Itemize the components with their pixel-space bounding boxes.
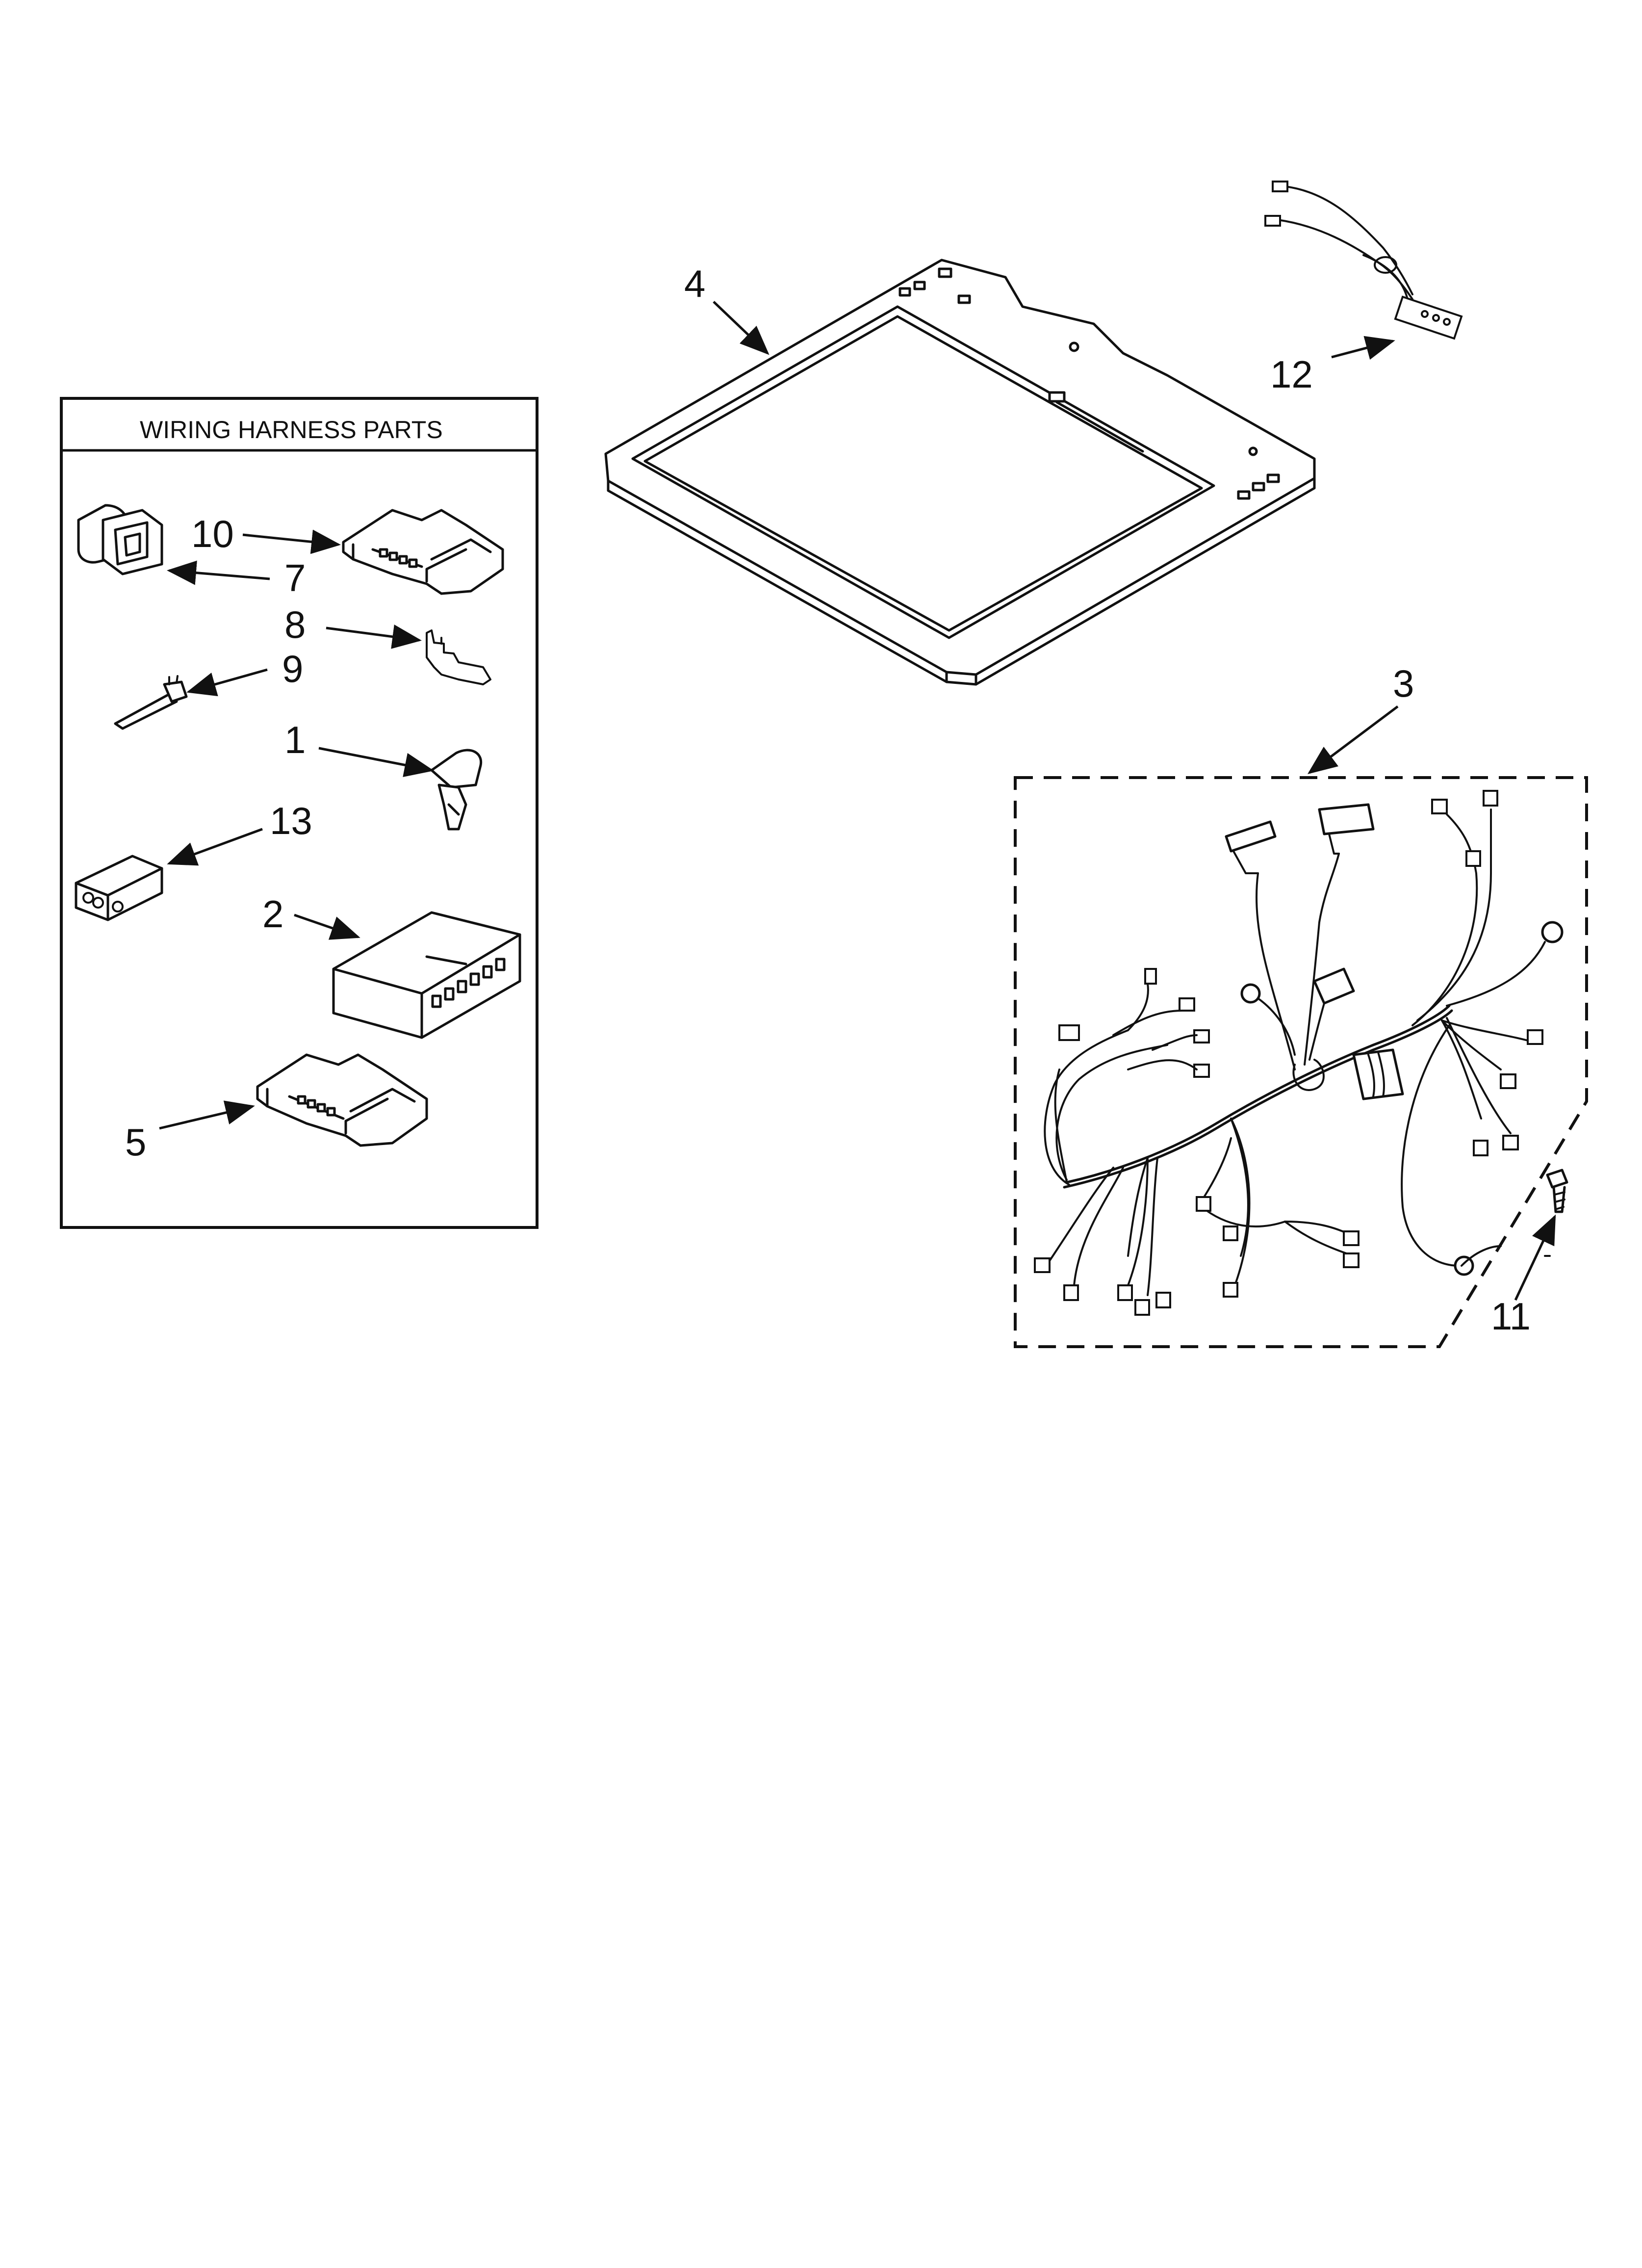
leader-1 (318, 747, 434, 777)
harness-dashed-boundary (1014, 776, 1588, 1348)
jumper-harness-icon (1264, 181, 1463, 340)
connector-housing-icon-2 (332, 911, 521, 1039)
terminal-icon (426, 629, 491, 685)
connector-cap-icon (77, 504, 163, 575)
callout-2: 2 (262, 892, 283, 936)
callout-1: 1 (284, 718, 306, 761)
callout-11: 11 (1491, 1295, 1531, 1338)
connector-housing-icon-10 (342, 509, 504, 595)
leader-11 (1514, 1214, 1556, 1301)
leader-13 (167, 828, 263, 866)
leader-5 (159, 1100, 255, 1130)
callout-12: 12 (1270, 353, 1313, 396)
leader-7 (167, 560, 270, 585)
callout-10: 10 (191, 512, 234, 555)
callout-7: 7 (284, 556, 306, 600)
screw-icon (1546, 1169, 1568, 1213)
top-panel-icon (604, 259, 1316, 686)
leader-3 (1308, 705, 1399, 774)
callout-13: 13 (270, 799, 312, 842)
wire-harness-icon (1034, 790, 1564, 1316)
leader-8 (326, 625, 422, 649)
callout-5: 5 (125, 1121, 146, 1164)
tie-wrap-icon (114, 675, 188, 730)
leader-4 (713, 301, 770, 355)
leader-2 (294, 913, 360, 940)
box-title: WIRING HARNESS PARTS (140, 416, 443, 443)
connector-housing-icon-13 (75, 855, 163, 921)
leader-9 (186, 668, 268, 697)
callout-4: 4 (684, 262, 705, 305)
connector-housing-icon-5 (256, 1053, 428, 1147)
clip-icon (430, 749, 483, 831)
callout-8: 8 (284, 603, 306, 646)
wiring-harness-parts-box (60, 397, 539, 1229)
leader-10 (242, 529, 341, 554)
callout-3: 3 (1393, 662, 1414, 705)
callout-9: 9 (282, 647, 303, 690)
leader-12 (1331, 336, 1395, 360)
